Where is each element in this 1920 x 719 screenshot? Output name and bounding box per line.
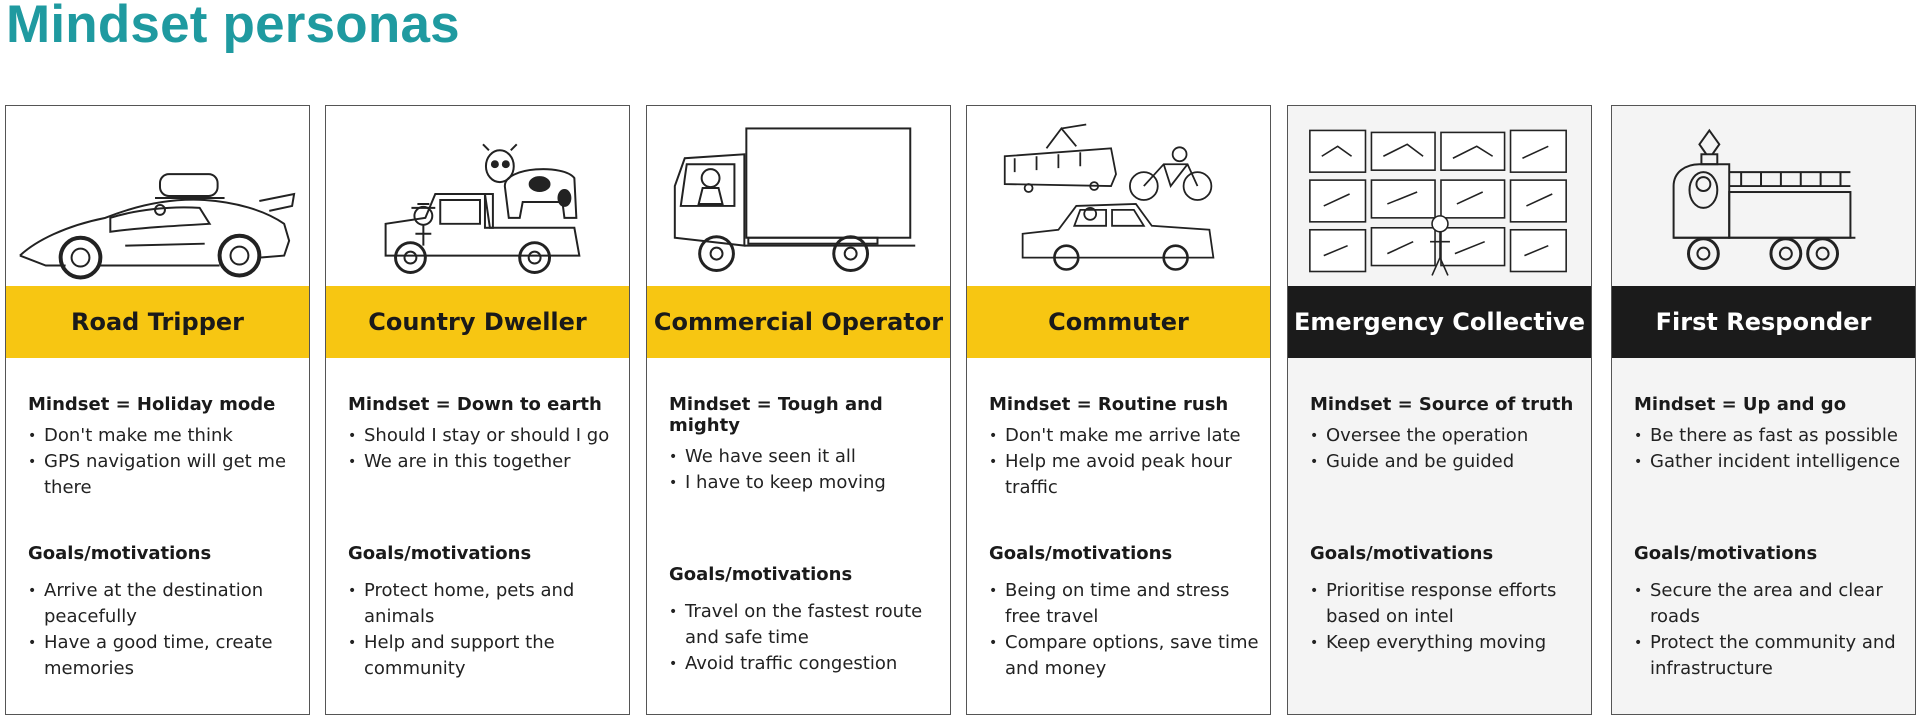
mindset-list: Be there as fast as possible Gather inci… xyxy=(1634,423,1905,525)
list-item: Help me avoid peak hour traffic xyxy=(989,449,1260,501)
mindset-list: Don't make me arrive late Help me avoid … xyxy=(989,423,1260,525)
mindset-list: We have seen it all I have to keep movin… xyxy=(669,444,940,546)
goals-list: Protect home, pets and animals Help and … xyxy=(348,578,619,682)
list-item: We have seen it all xyxy=(669,444,940,470)
pickup-truck-with-cow-icon xyxy=(326,106,629,286)
persona-banner: Emergency Collective xyxy=(1288,286,1591,358)
list-item: Avoid traffic congestion xyxy=(669,651,940,677)
mindset-heading: Mindset = Source of truth xyxy=(1310,394,1574,415)
goals-list: Travel on the fastest route and safe tim… xyxy=(669,599,940,677)
list-item: Arrive at the destination peacefully xyxy=(28,578,299,630)
persona-card-commercial-operator: Commercial Operator Mindset = Tough and … xyxy=(646,105,951,715)
persona-banner: Commercial Operator xyxy=(647,286,950,358)
list-item: Compare options, save time and money xyxy=(989,630,1260,682)
sports-car-with-roof-box-icon xyxy=(6,106,309,286)
persona-banner: Road Tripper xyxy=(6,286,309,358)
goals-list: Prioritise response efforts based on int… xyxy=(1310,578,1581,656)
goals-list: Secure the area and clear roads Protect … xyxy=(1634,578,1905,682)
persona-banner: First Responder xyxy=(1612,286,1915,358)
persona-banner: Commuter xyxy=(967,286,1270,358)
list-item: Help and support the community xyxy=(348,630,619,682)
mindset-list: Oversee the operation Guide and be guide… xyxy=(1310,423,1581,525)
list-item: We are in this together xyxy=(348,449,619,475)
list-item: Oversee the operation xyxy=(1310,423,1581,449)
mindset-list: Don't make me think GPS navigation will … xyxy=(28,423,299,525)
persona-card-first-responder: First Responder Mindset = Up and go Be t… xyxy=(1611,105,1916,715)
list-item: Don't make me think xyxy=(28,423,299,449)
goals-heading: Goals/motivations xyxy=(28,543,212,564)
list-item: I have to keep moving xyxy=(669,470,940,496)
goals-heading: Goals/motivations xyxy=(989,543,1173,564)
goals-list: Arrive at the destination peacefully Hav… xyxy=(28,578,299,682)
persona-card-commuter: Commuter Mindset = Routine rush Don't ma… xyxy=(966,105,1271,715)
fire-truck-icon xyxy=(1612,106,1915,286)
list-item: Keep everything moving xyxy=(1310,630,1581,656)
goals-heading: Goals/motivations xyxy=(1634,543,1818,564)
goals-list: Being on time and stress free travel Com… xyxy=(989,578,1260,682)
mindset-heading: Mindset = Up and go xyxy=(1634,394,1847,415)
list-item: Being on time and stress free travel xyxy=(989,578,1260,630)
list-item: Gather incident intelligence xyxy=(1634,449,1905,475)
mindset-heading: Mindset = Down to earth xyxy=(348,394,602,415)
page-title: Mindset personas xyxy=(6,0,460,54)
list-item: Guide and be guided xyxy=(1310,449,1581,475)
list-item: Be there as fast as possible xyxy=(1634,423,1905,449)
list-item: GPS navigation will get me there xyxy=(28,449,299,501)
goals-heading: Goals/motivations xyxy=(348,543,532,564)
list-item: Protect home, pets and animals xyxy=(348,578,619,630)
mindset-list: Should I stay or should I go We are in t… xyxy=(348,423,619,525)
persona-banner: Country Dweller xyxy=(326,286,629,358)
persona-card-country-dweller: Country Dweller Mindset = Down to earth … xyxy=(325,105,630,715)
mindset-heading: Mindset = Routine rush xyxy=(989,394,1229,415)
list-item: Protect the community and infrastructure xyxy=(1634,630,1905,682)
goals-heading: Goals/motivations xyxy=(669,564,853,585)
list-item: Secure the area and clear roads xyxy=(1634,578,1905,630)
list-item: Don't make me arrive late xyxy=(989,423,1260,449)
goals-heading: Goals/motivations xyxy=(1310,543,1494,564)
box-truck-icon xyxy=(647,106,950,286)
list-item: Should I stay or should I go xyxy=(348,423,619,449)
tram-bike-car-icon xyxy=(967,106,1270,286)
list-item: Travel on the fastest route and safe tim… xyxy=(669,599,940,651)
control-room-screens-icon xyxy=(1288,106,1591,286)
persona-card-road-tripper: Road Tripper Mindset = Holiday mode Don'… xyxy=(5,105,310,715)
list-item: Have a good time, create memories xyxy=(28,630,299,682)
mindset-heading: Mindset = Tough and mighty xyxy=(669,394,883,436)
mindset-heading: Mindset = Holiday mode xyxy=(28,394,276,415)
persona-card-emergency-collective: Emergency Collective Mindset = Source of… xyxy=(1287,105,1592,715)
list-item: Prioritise response efforts based on int… xyxy=(1310,578,1581,630)
